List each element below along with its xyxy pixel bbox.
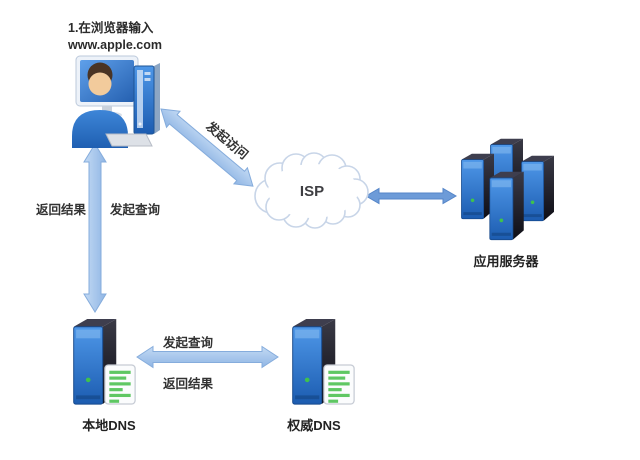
arrow-user-isp <box>160 108 254 187</box>
app-server-label: 应用服务器 <box>473 254 539 269</box>
auth-dns-label: 权威DNS <box>287 418 341 433</box>
edge-label-start-query-dns: 发起查询 <box>162 336 213 350</box>
isp-cloud <box>254 152 369 229</box>
step-title-line2: www.apple.com <box>68 37 163 52</box>
step-title: 1.在浏览器输入 www.apple.com <box>68 20 198 54</box>
isp-node-label: ISP <box>299 183 325 200</box>
local-dns-server-icon <box>73 318 136 405</box>
edge-label-start-query-vertical: 发起查询 <box>110 203 161 217</box>
user-computer-icon <box>72 55 160 148</box>
arrow-localdns-authdns <box>136 345 279 369</box>
local-dns-label: 本地DNS <box>82 418 136 433</box>
arrow-user-localdns <box>83 143 107 313</box>
edge-label-return-result-vertical: 返回结果 <box>36 203 87 217</box>
auth-dns-server-icon <box>292 318 355 405</box>
step-title-line1: 1.在浏览器输入 <box>68 21 154 35</box>
edge-label-return-result-dns: 返回结果 <box>162 377 213 391</box>
arrow-isp-appserver <box>364 187 458 205</box>
app-server-cluster-icon <box>461 138 555 241</box>
